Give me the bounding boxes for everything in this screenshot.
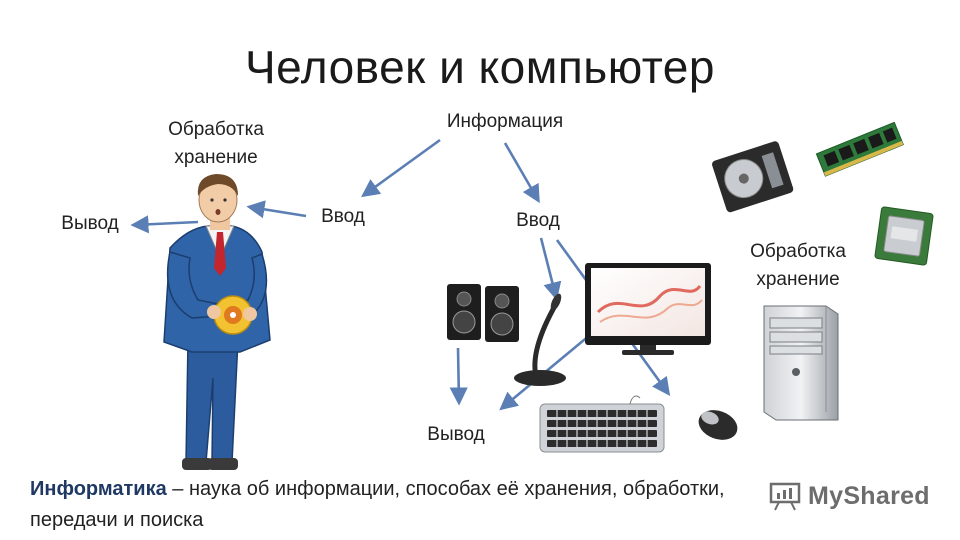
computer-output-label: Вывод <box>427 424 485 445</box>
computer-processing-label: Обработка хранение <box>730 238 866 294</box>
human-processing-line1: Обработка <box>168 119 264 140</box>
speakers-illustration <box>447 284 519 342</box>
definition-term: Информатика <box>30 478 167 500</box>
monitor-illustration <box>585 263 711 355</box>
person-illustration <box>163 174 271 470</box>
human-processing-label: Обработка хранение <box>148 116 284 172</box>
cpu-chip-illustration <box>874 206 934 266</box>
computer-processing-line2: хранение <box>756 269 840 290</box>
computer-input-label: Ввод <box>516 210 560 231</box>
slide-title: Человек и компьютер <box>245 41 715 93</box>
myshared-logo: MyShared <box>768 478 938 514</box>
system-unit-illustration <box>763 305 839 421</box>
hard-drive-illustration <box>712 141 794 213</box>
definition-body: – наука об информации, способах её хране… <box>30 478 725 531</box>
mouse-illustration <box>698 410 738 440</box>
human-input-label: Ввод <box>321 206 365 227</box>
definition-text: Информатика – наука об информации, спосо… <box>30 474 750 536</box>
human-output-label: Вывод <box>61 213 119 234</box>
keyboard-illustration <box>539 395 665 453</box>
presentation-board-icon <box>769 482 801 511</box>
human-processing-line2: хранение <box>174 147 258 168</box>
logo-text: MyShared <box>808 481 930 510</box>
microphone-illustration <box>514 293 566 386</box>
computer-processing-line1: Обработка <box>750 241 846 262</box>
information-label: Информация <box>446 111 564 132</box>
ram-module-illustration <box>815 121 904 177</box>
